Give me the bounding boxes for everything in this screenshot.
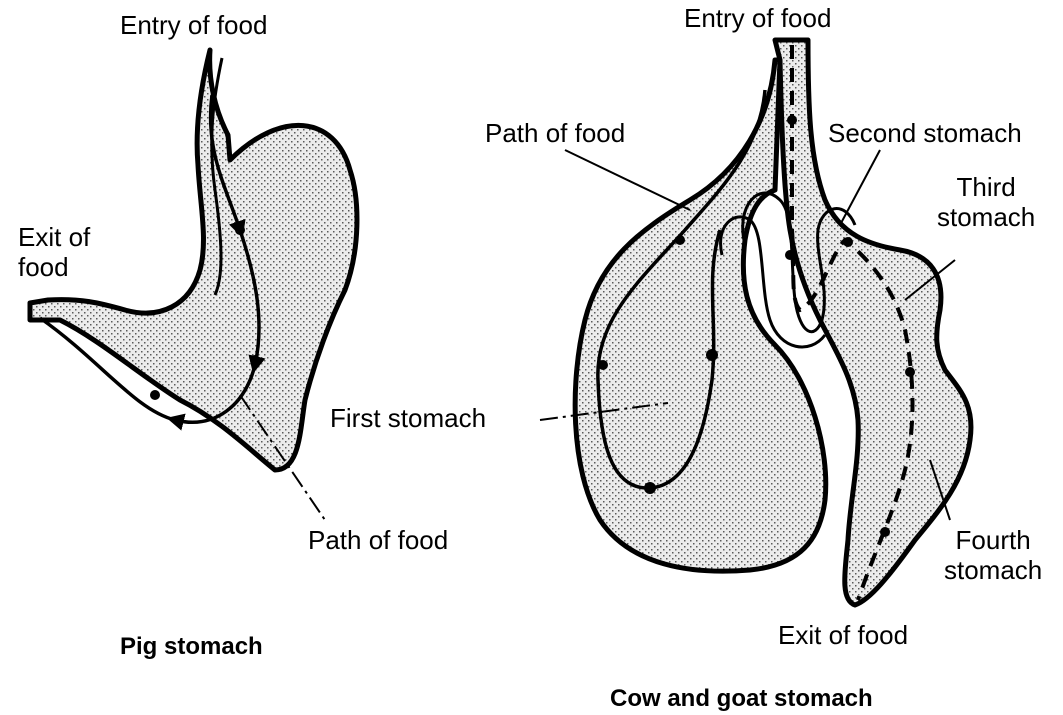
cow-path-arrow	[644, 482, 656, 494]
cow-second-stomach-leader	[840, 150, 880, 225]
pig-caption: Pig stomach	[120, 633, 263, 661]
pig-path-arrow	[250, 355, 260, 365]
cow-fourth-stomach-label: Fourth stomach	[944, 525, 1042, 585]
cow-path-arrow	[905, 367, 915, 377]
pig-stomach	[30, 50, 357, 520]
cow-entry-label: Entry of food	[684, 3, 831, 33]
cow-exit-label: Exit of food	[778, 620, 908, 650]
cow-path-leader	[565, 150, 690, 210]
pig-entry-label: Entry of food	[120, 10, 267, 40]
cow-path-arrow	[880, 527, 890, 537]
cow-second-stomach-label: Second stomach	[828, 118, 1022, 148]
cow-caption: Cow and goat stomach	[610, 685, 873, 713]
cow-third-stomach-label: Third stomach	[937, 172, 1035, 232]
pig-path-arrow	[235, 225, 245, 235]
cow-path-arrow	[785, 250, 795, 260]
cow-path-arrow	[706, 349, 718, 361]
pig-path-label: Path of food	[308, 525, 448, 555]
pig-exit-label: Exit of food	[18, 222, 90, 282]
cow-path-arrow	[598, 360, 608, 370]
cow-first-stomach-label: First stomach	[330, 403, 486, 433]
cow-path-arrow	[675, 235, 685, 245]
cow-path-arrow	[787, 115, 797, 125]
pig-path-arrow	[150, 390, 160, 400]
cow-path-label: Path of food	[485, 118, 625, 148]
cow-path-arrow	[843, 237, 853, 247]
